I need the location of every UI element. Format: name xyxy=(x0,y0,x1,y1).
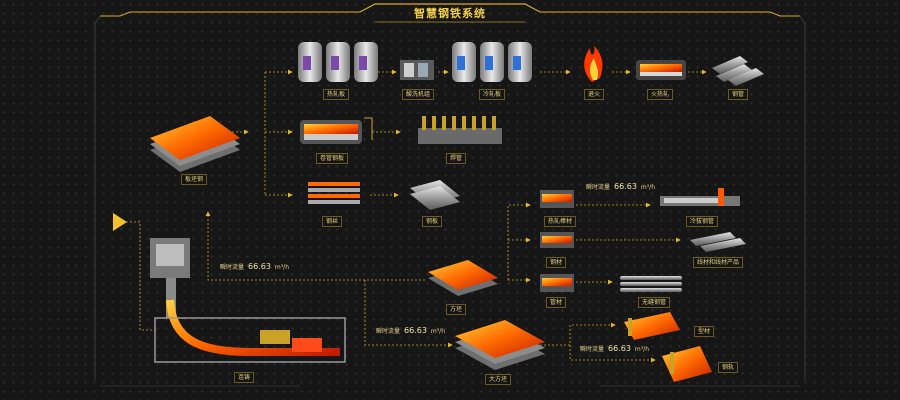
flow-value: 66.63 xyxy=(404,326,427,335)
label-fire-rolling: 火热轧 xyxy=(646,89,674,100)
flow-label: 瞬时流量 xyxy=(580,346,605,353)
sheet-stack xyxy=(410,180,460,210)
coil-machine xyxy=(636,60,686,80)
cold-draw-machine xyxy=(660,188,740,206)
flow-value: 66.63 xyxy=(608,344,631,353)
slab-stack xyxy=(150,116,240,172)
flow-unit: m³/h xyxy=(274,264,289,271)
label-seamless-pipe: 无缝钢管 xyxy=(637,297,671,308)
bar-products xyxy=(690,232,746,252)
seamless-pipes xyxy=(620,276,682,292)
label-cold-rolled-plate: 冷轧板 xyxy=(478,89,506,100)
label-welded-plate: 卷管钢板 xyxy=(315,153,349,164)
hot-bar-machine xyxy=(540,190,574,208)
flow-label: 瞬时流量 xyxy=(220,264,245,271)
label-welded-pipe: 焊管 xyxy=(445,153,467,164)
label-product-steel: 钢管 xyxy=(727,89,749,100)
tank-group-2 xyxy=(452,42,532,82)
welding-line xyxy=(418,116,502,144)
label-billet: 方坯 xyxy=(445,304,467,315)
label-wire: 钢丝 xyxy=(321,216,343,227)
wire-stack xyxy=(308,182,360,204)
label-bar: 钢材 xyxy=(545,257,567,268)
label-rail: 钢轨 xyxy=(717,362,739,373)
large-billet-stack xyxy=(455,320,545,370)
label-large-billet: 大方坯 xyxy=(484,374,512,385)
label-cold-drawn: 冷拔钢管 xyxy=(685,216,719,227)
label-pickling-unit: 酸洗机组 xyxy=(401,89,435,100)
caster-machine xyxy=(150,238,346,363)
flow-unit: m³/h xyxy=(634,346,649,353)
flow-value: 66.63 xyxy=(614,182,637,191)
label-annealing: 退火 xyxy=(583,89,605,100)
label-strip: 钢板 xyxy=(421,216,443,227)
flow-label: 瞬时流量 xyxy=(586,184,611,191)
pickling-machine xyxy=(400,60,434,80)
flow-lines xyxy=(118,69,707,363)
label-hot-rolled-plate: 热轧板 xyxy=(322,89,350,100)
flow-label: 瞬时流量 xyxy=(376,328,401,335)
roller-plate xyxy=(300,117,373,144)
tank-group-1 xyxy=(298,42,378,82)
label-bar-products: 线材和线材产品 xyxy=(692,257,744,268)
page-title: 智慧钢铁系统 xyxy=(414,7,486,20)
flame-icon xyxy=(584,46,603,82)
label-pipe: 管材 xyxy=(545,297,567,308)
label-hot-rolled-bar: 热轧棒材 xyxy=(543,216,577,227)
billet-stack xyxy=(428,260,498,296)
bar-machine xyxy=(540,232,574,248)
pipe-machine xyxy=(540,274,574,292)
flow-unit: m³/h xyxy=(430,328,445,335)
flow-unit: m³/h xyxy=(640,184,655,191)
rail-machine xyxy=(662,346,712,382)
shape-machine xyxy=(624,312,680,340)
start-marker-icon xyxy=(113,213,127,231)
frame xyxy=(94,3,806,387)
label-wide-plate: 板坯钢 xyxy=(180,174,208,185)
label-shape: 型材 xyxy=(693,326,715,337)
label-caster: 连铸 xyxy=(233,372,255,383)
pipe-bundle xyxy=(712,56,764,86)
flow-value: 66.63 xyxy=(248,262,271,271)
